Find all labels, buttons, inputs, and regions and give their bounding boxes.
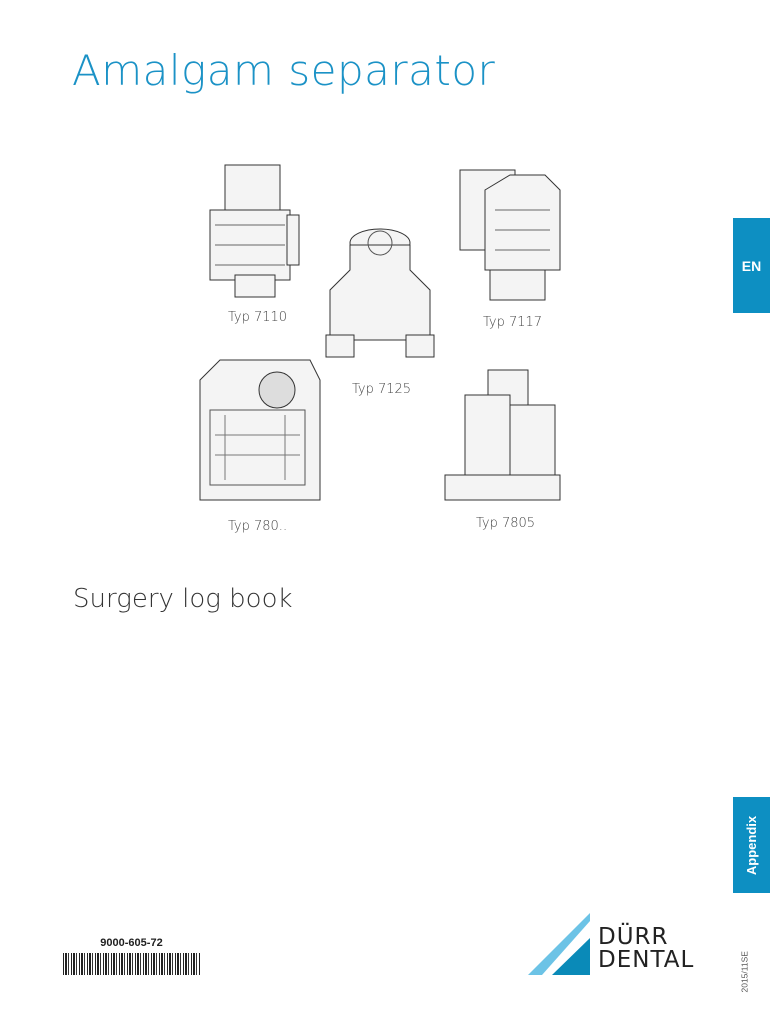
device-780-illustration	[199, 359, 321, 501]
appendix-tab-label: Appendix	[744, 815, 760, 875]
device-label-7117: Typ 7117	[483, 315, 543, 330]
device-label-780: Typ 780..	[228, 519, 288, 534]
device-label-7110: Typ 7110	[228, 310, 288, 325]
barcode	[63, 953, 200, 975]
device-7110-illustration	[209, 164, 300, 298]
device-7805-illustration	[444, 369, 561, 501]
appendix-tab[interactable]: Appendix	[733, 797, 770, 893]
document-version: 2015/11SE	[737, 940, 751, 992]
subtitle: Surgery log book	[73, 584, 293, 614]
device-label-7805: Typ 7805	[476, 516, 536, 531]
device-7125-illustration	[325, 228, 435, 358]
durr-dental-logo-mark	[528, 913, 590, 975]
logo-line2: DENTAL	[598, 947, 695, 973]
device-7117-illustration	[459, 169, 561, 301]
document-version-text: 2015/11SE	[739, 951, 750, 993]
device-label-7125: Typ 7125	[352, 382, 412, 397]
part-number: 9000-605-72	[100, 937, 163, 949]
language-tab[interactable]: EN	[733, 218, 770, 313]
logo-line1: DÜRR	[598, 924, 669, 950]
document-title: Amalgam separator	[72, 46, 496, 95]
